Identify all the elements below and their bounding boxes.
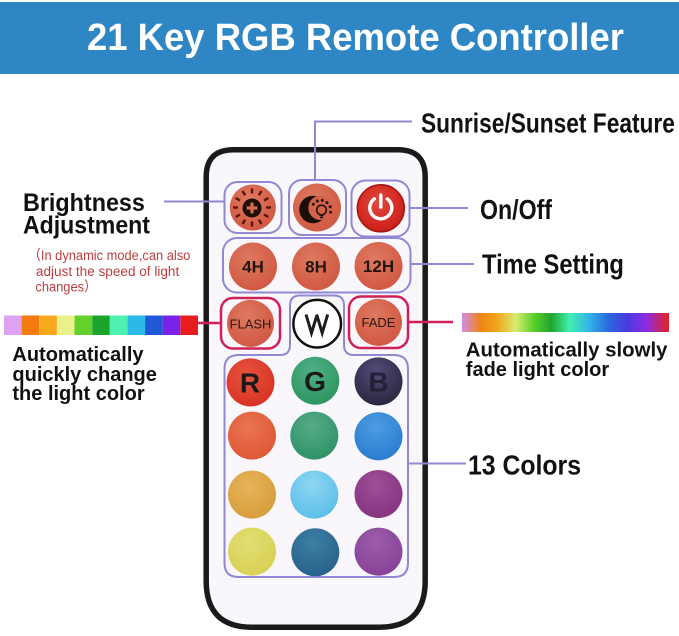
svg-text:Sunrise/Sunset Feature: Sunrise/Sunset Feature [421,108,675,139]
svg-text:G: G [304,366,326,397]
svg-text:FADE: FADE [362,315,396,330]
svg-text:21 Key RGB Remote Controller: 21 Key RGB Remote Controller [87,15,624,58]
svg-text:Adjustment: Adjustment [23,211,150,239]
svg-text:Automatically: Automatically [12,344,144,366]
svg-text:（In dynamic mode,can also: （In dynamic mode,can also [28,247,190,263]
svg-text:On/Off: On/Off [480,195,552,226]
svg-text:fade light color: fade light color [466,359,610,381]
svg-text:changes）: changes） [35,279,97,295]
svg-text:Time Setting: Time Setting [482,250,624,280]
svg-text:adjust the speed of light: adjust the speed of light [36,264,180,279]
svg-text:12H: 12H [363,257,394,276]
svg-text:8H: 8H [305,258,327,277]
svg-text:Automatically slowly: Automatically slowly [466,340,668,362]
svg-text:quickly change: quickly change [12,364,157,386]
svg-text:FLASH: FLASH [230,317,272,332]
svg-text:the light color: the light color [12,383,144,405]
svg-text:B: B [368,367,388,398]
svg-text:4H: 4H [242,258,264,277]
svg-text:R: R [240,368,260,399]
svg-text:13 Colors: 13 Colors [468,449,581,481]
svg-text:Brightness: Brightness [23,189,145,217]
